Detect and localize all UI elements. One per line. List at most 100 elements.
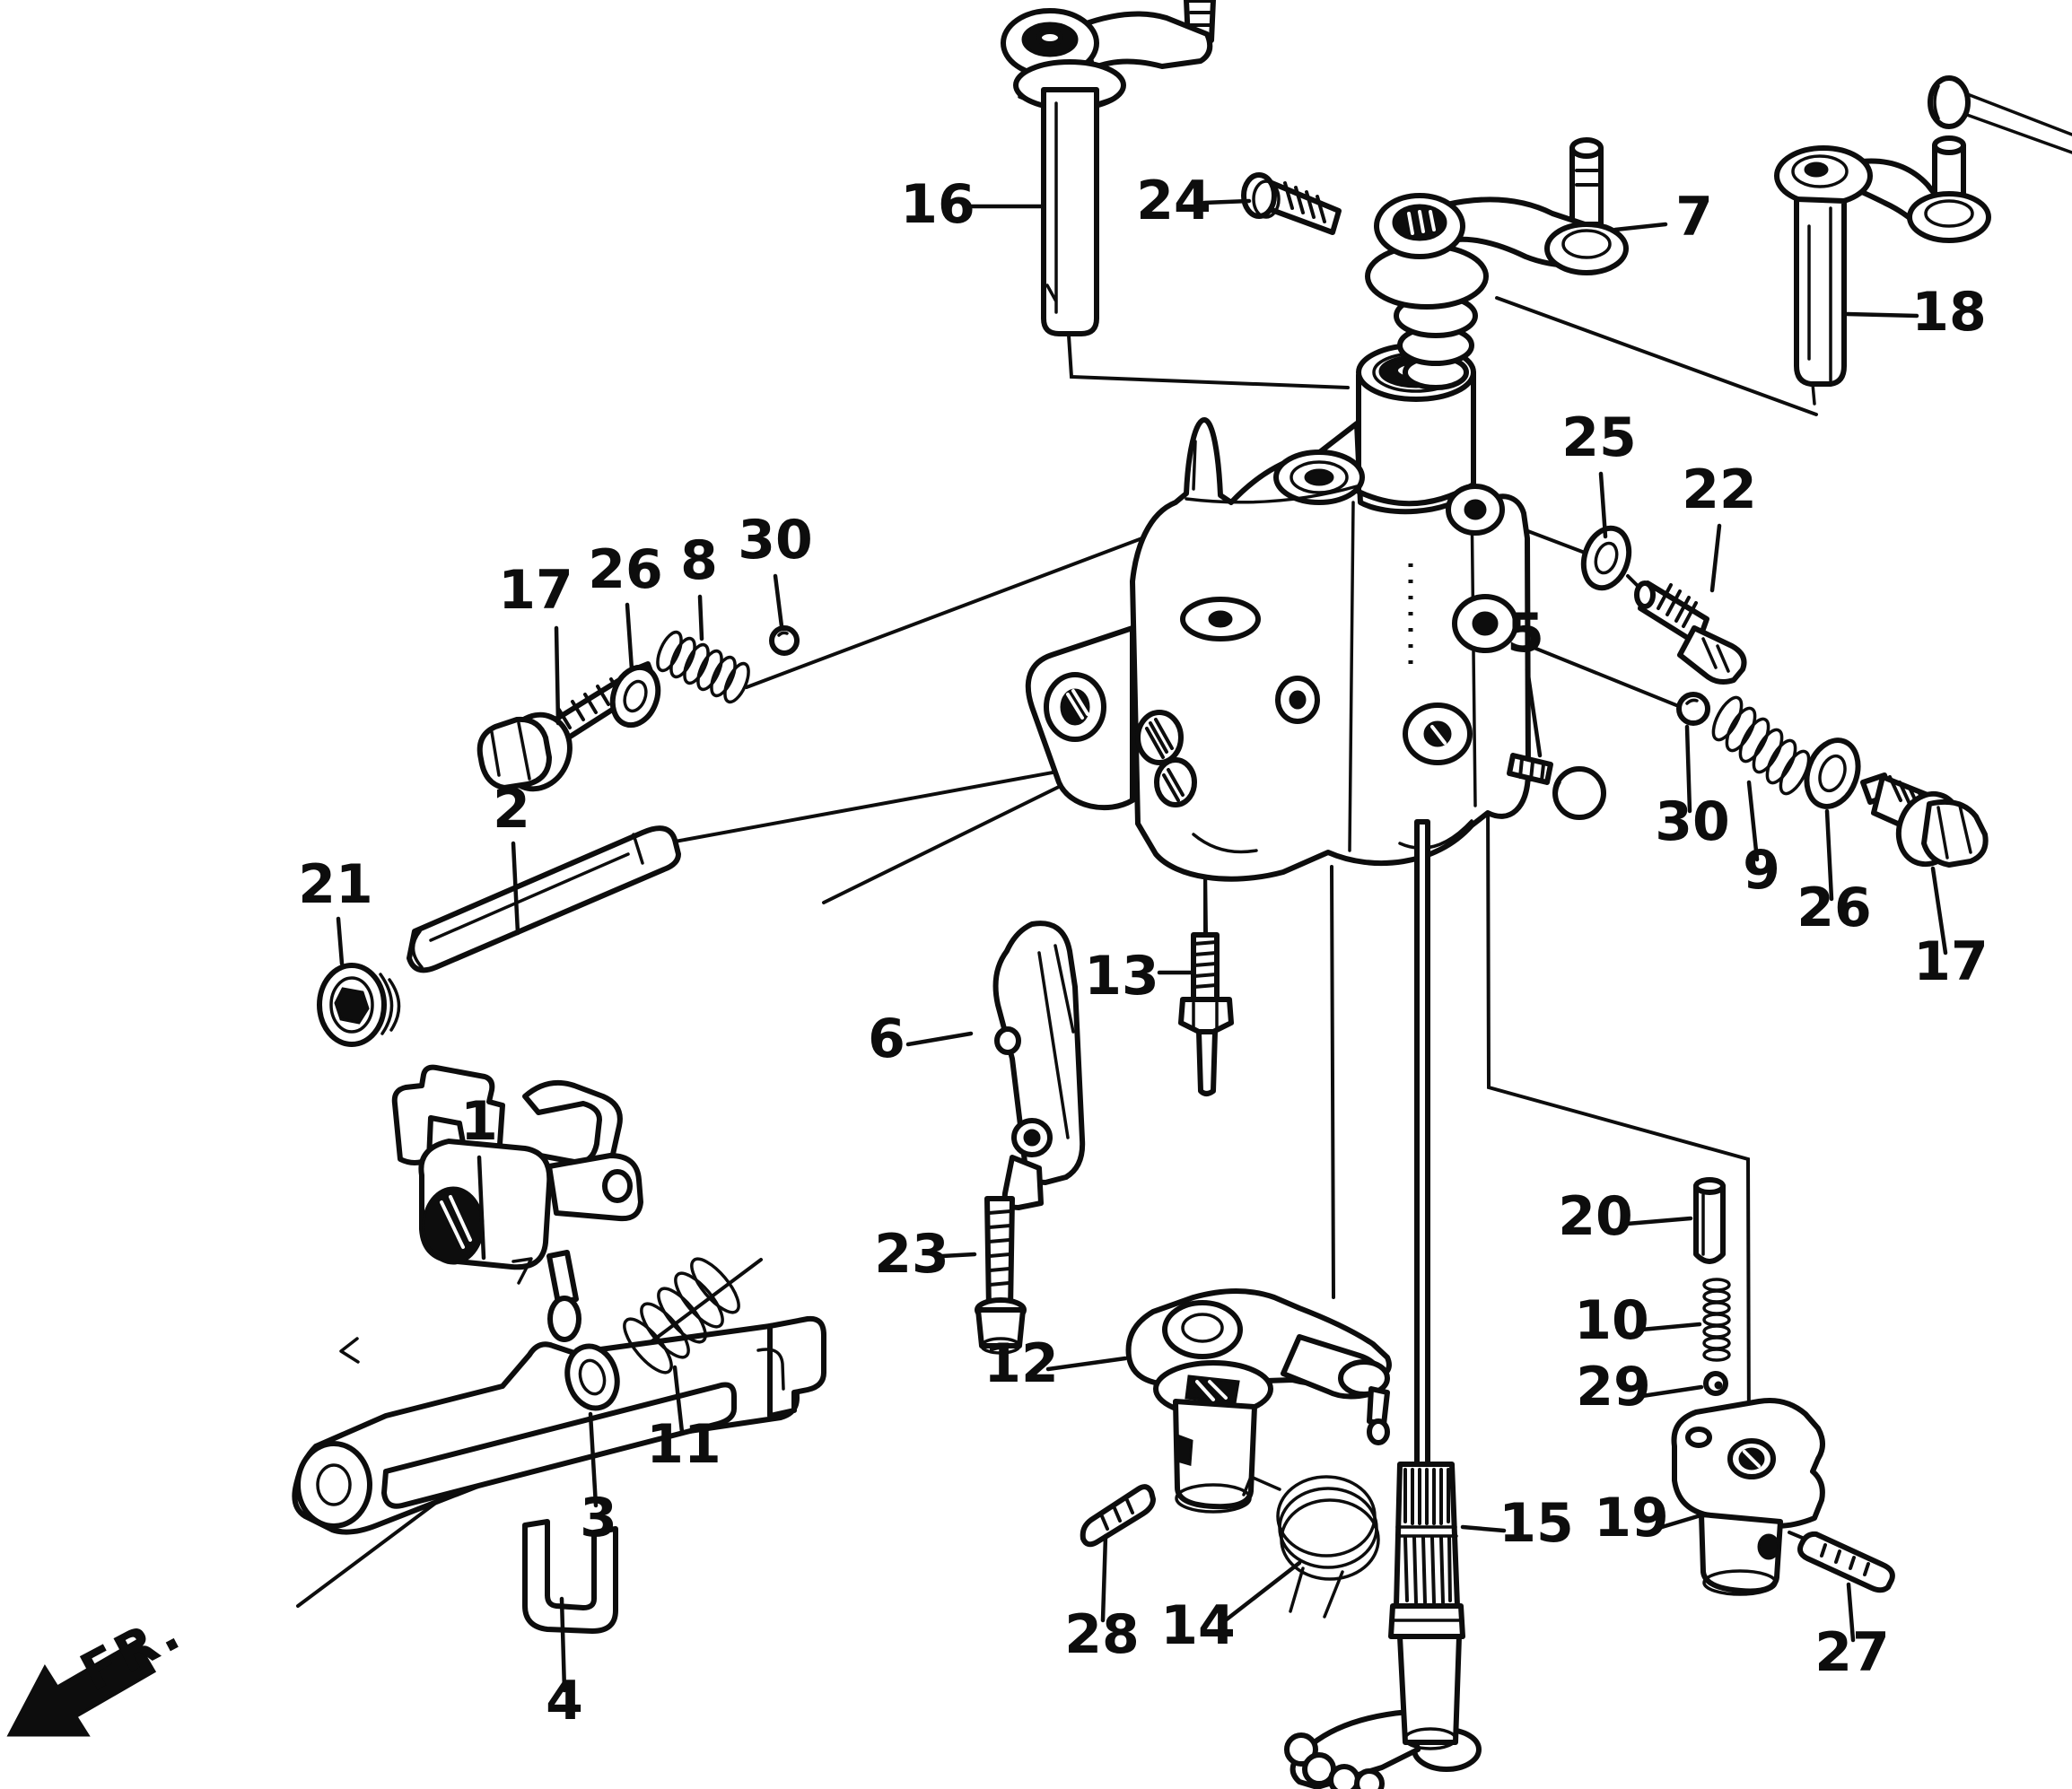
callout-number-27: 27: [1814, 1621, 1890, 1684]
callout-leader-8: [697, 594, 704, 641]
callout-leader-21: [336, 916, 345, 966]
callout-leader-26: [625, 602, 634, 672]
callout-number-22: 22: [1682, 458, 1757, 521]
part-19-detent-body: [1671, 1398, 1825, 1596]
part-6-shift-arm-lever: [992, 921, 1086, 1210]
fr-direction-marker: FR.: [6, 1601, 191, 1737]
callout-number-11: 11: [646, 1413, 721, 1476]
part-23-bolt: [975, 1196, 1027, 1355]
callout-number-18: 18: [1911, 281, 1987, 344]
callout-leader-1: [476, 1155, 486, 1261]
callout-number-30: 30: [1655, 790, 1730, 853]
part-20-pin: [1693, 1177, 1726, 1264]
callout-number-3: 3: [580, 1487, 617, 1549]
part-1-shift-drum-center: [339, 1064, 643, 1364]
callout-leader-4: [559, 1596, 567, 1693]
callout-number-12: 12: [984, 1332, 1059, 1395]
part-21-sealing-plug: [317, 963, 401, 1047]
callout-leader-12: [1045, 1356, 1128, 1372]
callout-leader-10: [1639, 1322, 1702, 1332]
callout-leader-2: [511, 841, 520, 936]
callout-number-19: 19: [1594, 1487, 1669, 1549]
callout-number-9: 9: [1743, 839, 1780, 902]
callout-number-26: 26: [1797, 877, 1872, 939]
callout-number-23: 23: [874, 1223, 949, 1286]
callout-leader-15: [1460, 1524, 1507, 1533]
callout-leader-5: [1525, 667, 1543, 758]
part-24-bolt: [1241, 172, 1342, 235]
callout-leader-17: [554, 625, 561, 726]
part-26-washer-left: [609, 664, 661, 729]
part-5-screw: [1507, 753, 1606, 820]
callout-number-8: 8: [680, 529, 718, 592]
part-30-ball-right: [1676, 692, 1710, 726]
callout-number-14: 14: [1160, 1594, 1236, 1657]
part-22-bolt: [1634, 580, 1747, 685]
callout-number-1: 1: [460, 1090, 498, 1153]
part-2-shift-fork-shaft: [407, 825, 681, 973]
callout-leader-22: [1709, 523, 1722, 593]
part-29-ball: [1703, 1371, 1728, 1396]
callout-leader-30: [773, 573, 784, 629]
part-16-gearshift-arm-shaft: [1001, 0, 1216, 336]
callout-number-20: 20: [1558, 1185, 1633, 1248]
part-12-shift-rocker-arm: [1125, 1288, 1392, 1514]
callout-number-26: 26: [588, 538, 663, 601]
part-28-pin: [1080, 1484, 1156, 1548]
part-30-ball-left: [769, 625, 800, 656]
callout-leader-9: [1746, 780, 1760, 862]
callout-number-4: 4: [546, 1670, 583, 1732]
callout-leader-25: [1598, 471, 1608, 539]
callout-number-15: 15: [1499, 1492, 1574, 1555]
part-7-gearshift-arm: [1365, 137, 1629, 390]
callout-leader-28: [1100, 1533, 1108, 1623]
part-17-bolt-right: [1860, 772, 1989, 868]
callout-number-16: 16: [900, 173, 975, 236]
callout-leader-29: [1639, 1384, 1704, 1399]
callout-number-17: 17: [1913, 930, 1989, 993]
callout-leader-24: [1202, 198, 1252, 205]
part-18-arm-shaft: [1774, 75, 2072, 406]
callout-leader-18: [1844, 311, 1919, 319]
callout-leader-20: [1624, 1216, 1693, 1226]
callout-leader-11: [672, 1365, 685, 1435]
callout-leader-14: [1220, 1560, 1302, 1625]
callout-number-10: 10: [1574, 1289, 1649, 1352]
callout-leader-30: [1684, 724, 1692, 814]
callout-number-17: 17: [498, 559, 573, 622]
main-housing: [1025, 343, 1531, 882]
part-26-washer-right: [1804, 737, 1861, 809]
callout-number-28: 28: [1064, 1603, 1140, 1666]
part-4-shift-guide-plate: [292, 1315, 826, 1634]
callout-leader-7: [1613, 222, 1668, 232]
part-14-torsion-spring: [1242, 1475, 1380, 1619]
callout-number-6: 6: [868, 1008, 905, 1070]
part-25-washer: [1580, 525, 1632, 591]
callout-number-29: 29: [1576, 1356, 1651, 1418]
part-11-spring: [623, 1257, 740, 1374]
callout-number-5: 5: [1507, 602, 1544, 665]
part-8-spring: [656, 630, 750, 704]
callout-number-7: 7: [1675, 186, 1713, 249]
part-15-gearshift-spindle: [1284, 819, 1482, 1789]
callout-number-21: 21: [298, 853, 373, 916]
callout-number-2: 2: [493, 778, 530, 841]
callout-leader-6: [905, 1031, 974, 1047]
part-27-pin: [1797, 1531, 1895, 1593]
callout-number-13: 13: [1084, 945, 1159, 1008]
callout-number-25: 25: [1561, 406, 1637, 469]
part-10-detent-spring: [1702, 1278, 1731, 1362]
part-9-spring: [1711, 695, 1811, 796]
fr-arrow-head: [6, 1664, 91, 1737]
callout-leader-17: [1930, 866, 1948, 956]
part-3-washer: [564, 1343, 620, 1411]
callout-number-30: 30: [738, 509, 813, 572]
callout-leader-23: [940, 1252, 977, 1259]
part-13-stopper-screw: [1178, 932, 1234, 1096]
callout-leader-26: [1824, 808, 1834, 902]
callout-leader-27: [1846, 1582, 1856, 1643]
callout-leader-3: [588, 1411, 599, 1508]
